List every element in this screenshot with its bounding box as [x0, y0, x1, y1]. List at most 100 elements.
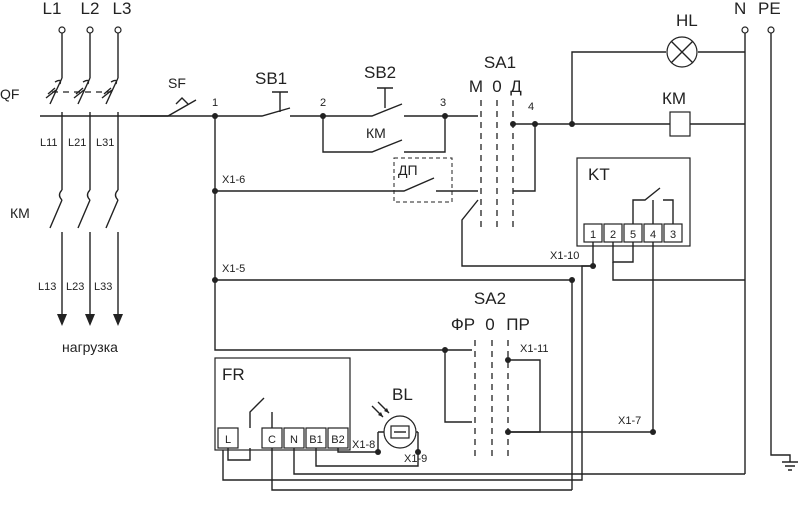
sa1-contacts	[445, 115, 535, 125]
sa1-pos-d: Д	[510, 77, 522, 96]
fr-terminal-b1: B1	[309, 434, 322, 446]
fr-label: FR	[222, 365, 245, 384]
node-1-label: 1	[212, 97, 218, 109]
line-l11-label: L11	[40, 137, 58, 149]
sa2-pos-pr: ПР	[506, 315, 530, 334]
x1-6-wire	[214, 116, 478, 322]
qf-breaker	[45, 33, 119, 190]
kt-terminal-4: 4	[650, 229, 656, 241]
sa2-pos-0: 0	[485, 315, 494, 334]
sa2-switch-positions	[474, 340, 509, 460]
x1-5-junction	[569, 277, 575, 283]
sa1-switch-positions	[480, 100, 514, 230]
line-l23-label: L23	[66, 281, 84, 293]
sb1-label: SB1	[255, 69, 287, 88]
kt-bridge-wire	[612, 242, 634, 263]
fr-terminal-l: L	[225, 434, 231, 446]
x1-8-label: X1-8	[352, 439, 375, 451]
x1-8-node	[375, 449, 381, 455]
fr-b2-wire	[337, 432, 379, 453]
fr-terminal-c: C	[268, 434, 276, 446]
sa1-d-node	[510, 121, 516, 127]
x1-7-left-node	[505, 429, 511, 435]
node-3-label: 3	[440, 97, 446, 109]
bl-label: BL	[392, 385, 413, 404]
control-section: SF 1 SB1 2 SB2 КМ 3 SA1 М 0 Д 4 HL	[140, 0, 798, 491]
node-2-label: 2	[320, 97, 326, 109]
phase-l2-label: L2	[81, 0, 100, 18]
x1-10-label: X1-10	[550, 250, 579, 262]
sa1-lower-wire	[461, 199, 596, 267]
km-power-contacts	[49, 189, 119, 320]
fr-photo-relay: FR L C N B1 B2	[214, 357, 351, 451]
phase-l1-label: L1	[43, 0, 62, 18]
terminal-l3	[114, 26, 122, 34]
dp-contact-box	[393, 157, 453, 203]
pe-terminal	[767, 26, 775, 34]
sa2-pr-wire	[508, 359, 541, 433]
sf-label: SF	[168, 75, 186, 91]
fr-terminal-n: N	[290, 434, 298, 446]
x1-6-label: X1-6	[222, 174, 245, 186]
sb2-button	[323, 87, 445, 117]
kt-terminal-2: 2	[610, 229, 616, 241]
kt-label: KT	[588, 165, 610, 184]
fr-l-link	[227, 448, 251, 461]
load-label: нагрузка	[62, 339, 118, 355]
kt-neutral-wire	[612, 262, 745, 281]
fr-terminal-b2: B2	[331, 434, 344, 446]
sa2-pos-fr: ФР	[451, 315, 475, 334]
x1-10-node	[590, 263, 596, 269]
sb2-label: SB2	[364, 63, 396, 82]
hl-lamp-icon	[666, 36, 698, 68]
kt-terminal-5: 5	[630, 229, 636, 241]
sa1-d-return	[513, 124, 536, 192]
x1-9-label: X1-9	[404, 453, 427, 465]
sa1-label: SA1	[484, 53, 516, 72]
x1-10-wire	[222, 242, 594, 481]
kt-timer-relay: KT 1 2 5 4 3	[576, 157, 691, 247]
x1-9-node	[415, 449, 421, 455]
km-contacts-label: КМ	[10, 205, 30, 221]
sa2-input-wire	[214, 322, 472, 423]
sf-breaker-mark	[175, 97, 189, 105]
line-l13-label: L13	[38, 281, 56, 293]
fr-c-wire	[271, 448, 572, 491]
hl-lamp-wiring	[571, 51, 745, 124]
sb1-button	[215, 91, 323, 117]
sa2-label: SA2	[474, 289, 506, 308]
line-l33-label: L33	[94, 281, 112, 293]
dp-label: ДП	[398, 162, 418, 178]
phase-l3-label: L3	[113, 0, 132, 18]
photo-sensor-icon	[371, 401, 417, 449]
line-l21-label: L21	[68, 137, 86, 149]
hl-label: HL	[676, 11, 698, 30]
km-hold-contact	[322, 116, 446, 153]
ground-icon	[782, 461, 798, 471]
load-arrows	[57, 314, 123, 326]
x1-7-label: X1-7	[618, 415, 641, 427]
sa1-pos-m: М	[469, 77, 483, 96]
x1-5-label: X1-5	[222, 263, 245, 275]
km-coil	[669, 111, 691, 137]
x1-7-right-node	[650, 429, 656, 435]
node-4-label: 4	[528, 101, 534, 113]
line-l31-label: L31	[96, 137, 114, 149]
sa1-pos-0: 0	[492, 77, 501, 96]
km-hold-label: КМ	[366, 125, 386, 141]
km-coil-label: КМ	[662, 89, 686, 108]
pe-bus	[770, 33, 791, 462]
neutral-terminal	[741, 26, 749, 34]
kt-terminal-1: 1	[590, 229, 596, 241]
power-section: L1 L2 L3 QF L11 L21 L31 КМ L13	[0, 0, 200, 355]
pe-label: PE	[758, 0, 781, 18]
fr-n-wire	[293, 448, 745, 475]
sa2-in-node	[442, 347, 448, 353]
terminal-l1	[58, 26, 66, 34]
terminal-l2	[86, 26, 94, 34]
qf-label: QF	[0, 86, 19, 102]
kt-terminal-3: 3	[670, 229, 676, 241]
x1-11-label: X1-11	[520, 343, 549, 355]
x1-7-wire	[508, 242, 654, 433]
